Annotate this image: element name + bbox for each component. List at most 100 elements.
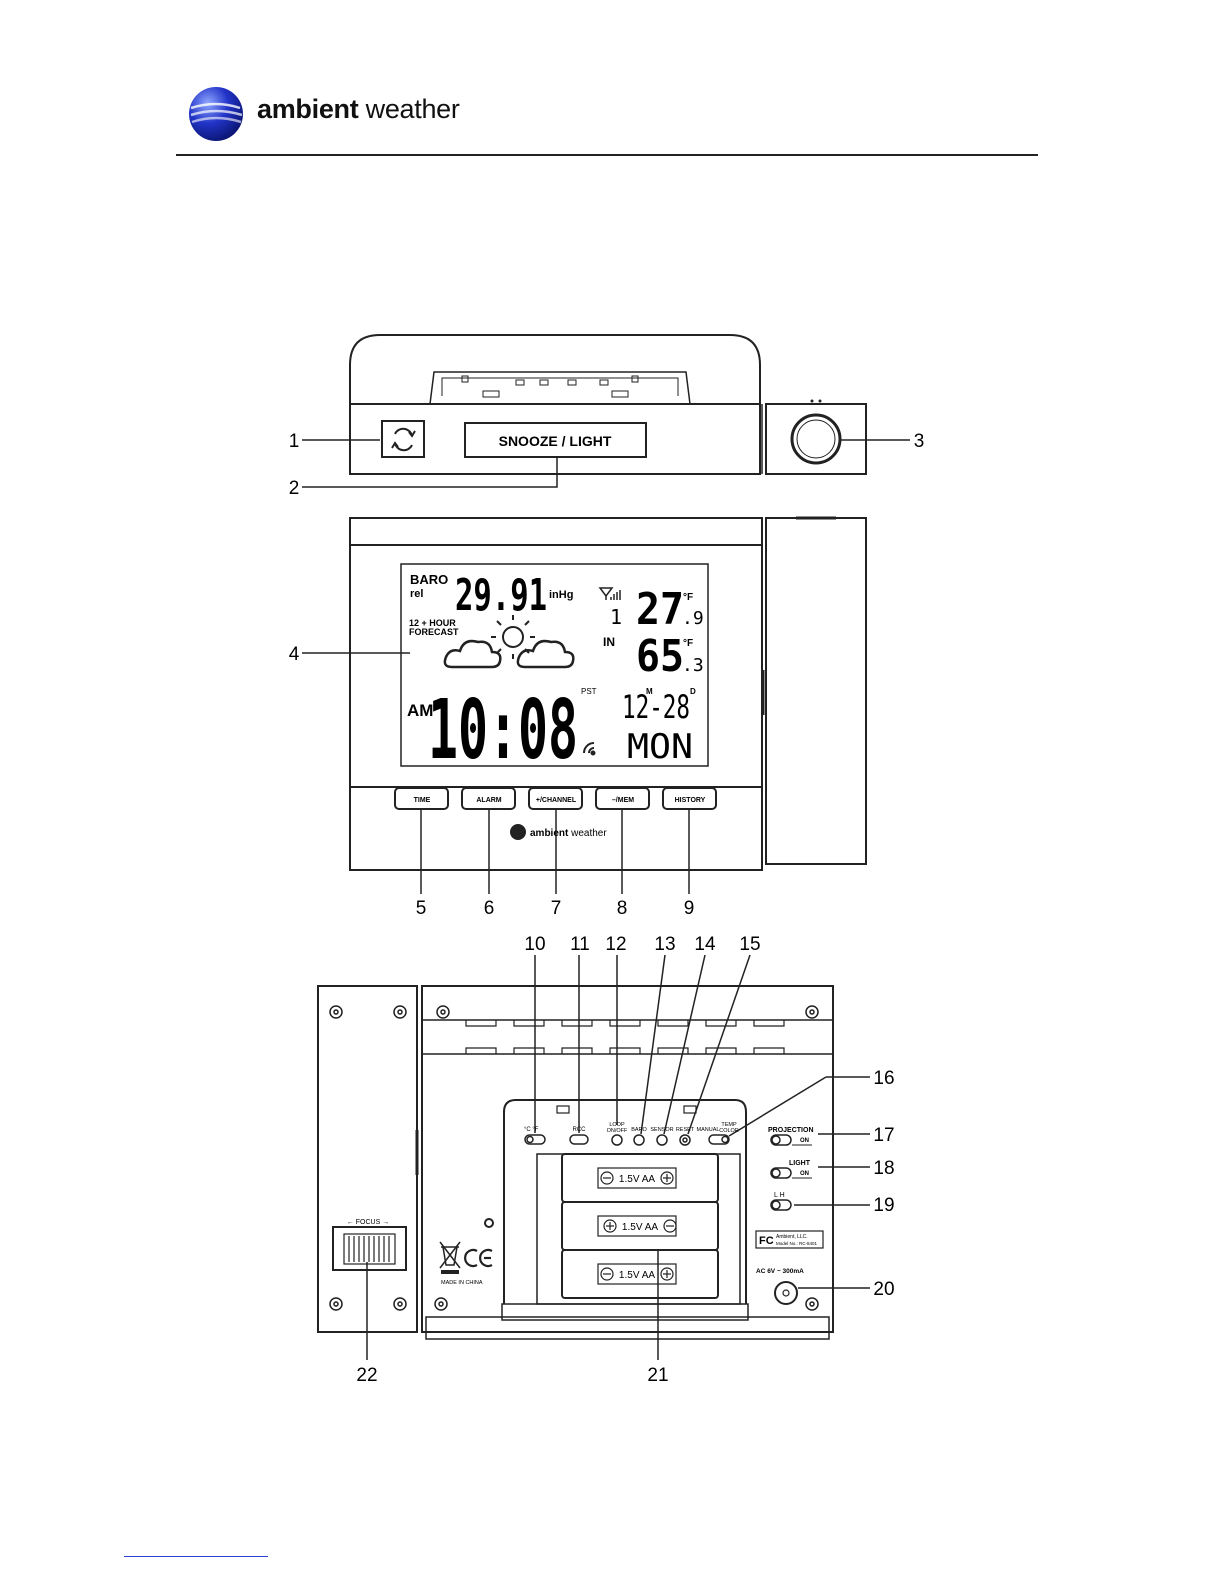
light-switch: [770, 1167, 792, 1179]
callout-15: 15: [739, 934, 760, 955]
front-logo-bold: ambient: [530, 828, 569, 839]
lcd-channel: 1: [610, 605, 622, 629]
battery-3-label: 1.5V AA: [619, 1270, 655, 1281]
loop-label-1: LOOP: [609, 1122, 625, 1128]
lcd-indoor-temp-dec: .3: [682, 655, 704, 676]
callout-4: 4: [289, 644, 300, 665]
callout-5: 5: [416, 898, 427, 919]
lcd-screen: [400, 563, 709, 767]
rcc-sync-button: [381, 420, 425, 458]
callout-18: 18: [873, 1158, 894, 1179]
cloud-icon-right: [516, 639, 575, 669]
screw-icons: [329, 1005, 819, 1311]
made-in-label: MADE IN CHINA: [441, 1280, 483, 1286]
lcd-tz-label: PST: [581, 687, 597, 696]
celsius-fahrenheit-switch: [524, 1134, 546, 1145]
lcd-outdoor-temp: 27: [636, 584, 684, 635]
lcd-pressure-unit: inHg: [549, 589, 573, 601]
battery-1-label: 1.5V AA: [619, 1174, 655, 1185]
front-view: [349, 516, 867, 871]
lcd-forecast-label-1: 12 + HOUR: [409, 618, 456, 628]
battery-3: [561, 1249, 719, 1299]
lcd-month-label: M: [646, 687, 653, 696]
temp-color-switch: [708, 1134, 730, 1145]
front-logo-text: ambient weather: [530, 828, 607, 839]
lcd-indoor-temp-unit: °F: [683, 638, 693, 649]
projection-switch: [770, 1134, 792, 1146]
projection-label: PROJECTION: [768, 1127, 814, 1134]
callout-3: 3: [914, 431, 925, 452]
lcd-pressure: 29.91: [455, 570, 547, 621]
callout-7: 7: [551, 898, 562, 919]
lcd-in-label: IN: [603, 635, 615, 649]
callout-2: 2: [289, 478, 300, 499]
fcc-logo-icon: FC: [759, 1235, 774, 1247]
battery-polarity-icons: [600, 1171, 677, 1281]
rcc-button: [569, 1134, 589, 1145]
lcd-day-label: D: [690, 687, 696, 696]
callout-13: 13: [654, 934, 675, 955]
light-label: LIGHT: [789, 1160, 811, 1167]
fcc-label-2: Model No.: RC-8401: [776, 1241, 818, 1246]
fcc-label-1: Ambient, LLC.: [776, 1234, 808, 1240]
time-button-label: TIME: [414, 797, 431, 804]
projector-lens-icon: [790, 413, 842, 465]
history-button-label: HISTORY: [675, 797, 706, 804]
mem-button-label: –/MEM: [612, 797, 634, 804]
top-view: [349, 334, 867, 475]
reset-label: RESET: [676, 1127, 695, 1133]
loop-label-2: ON/OFF: [607, 1128, 628, 1134]
callout-8: 8: [617, 898, 628, 919]
lcd-indoor-temp: 65: [636, 631, 684, 682]
vent-slots: [465, 1020, 785, 1054]
brightness-label: L H: [774, 1192, 785, 1199]
lcd-outdoor-temp-dec: .9: [682, 608, 704, 629]
fcc-label: [755, 1230, 824, 1249]
callout-16: 16: [873, 1068, 894, 1089]
loop-button: [611, 1134, 623, 1146]
front-logo-light: weather: [568, 828, 607, 839]
footer-link-underline: [124, 1556, 268, 1557]
temp-color-label-2: COLOR: [719, 1128, 739, 1134]
sensor-button: [656, 1134, 668, 1146]
snooze-light-button: [464, 422, 647, 458]
callout-10: 10: [524, 934, 545, 955]
power-jack: [774, 1281, 798, 1305]
callout-14: 14: [694, 934, 716, 955]
alarm-button-label: ALARM: [476, 797, 501, 804]
projection-on-label: ON: [800, 1138, 809, 1144]
brand-name: ambient weather: [257, 94, 460, 125]
callout-leaders: [302, 439, 910, 1360]
lcd-outdoor-temp-unit: °F: [683, 592, 693, 603]
rcc-label: RCC: [573, 1127, 587, 1133]
channel-button-label: +/CHANNEL: [536, 797, 577, 804]
callout-12: 12: [605, 934, 626, 955]
brightness-switch: [770, 1199, 792, 1211]
antenna-signal-icon: [598, 587, 621, 600]
ce-mark-icon: [464, 1248, 493, 1268]
temp-color-label-1: TEMP: [721, 1122, 737, 1128]
lcd-weekday: MON: [627, 727, 693, 767]
lcd-date: 12-28: [622, 688, 690, 726]
callout-20: 20: [873, 1279, 894, 1300]
lcd-forecast-label-2: FORECAST: [409, 627, 459, 637]
cloud-icon-left: [443, 639, 502, 669]
focus-label-text: FOCUS: [356, 1219, 381, 1226]
reset-button: [679, 1134, 691, 1146]
brand-light: weather: [358, 94, 460, 124]
callout-17: 17: [873, 1125, 894, 1146]
lcd-time: 10:08: [428, 683, 578, 778]
lcd-am-label: AM: [407, 701, 433, 720]
callout-1: 1: [289, 431, 300, 452]
snooze-light-label: SNOOZE / LIGHT: [499, 433, 612, 449]
sensor-label: SENSOR: [650, 1127, 673, 1133]
lcd-baro-label: BARO: [410, 572, 448, 587]
baro-button: [633, 1134, 645, 1146]
callout-11: 11: [570, 934, 590, 955]
header-divider: [176, 154, 1038, 156]
baro-label: BARO: [631, 1127, 647, 1133]
ambient-weather-logo-icon: [189, 87, 243, 141]
battery-2-label: 1.5V AA: [622, 1222, 658, 1233]
power-label: AC 6V ~ 300mA: [756, 1268, 804, 1275]
